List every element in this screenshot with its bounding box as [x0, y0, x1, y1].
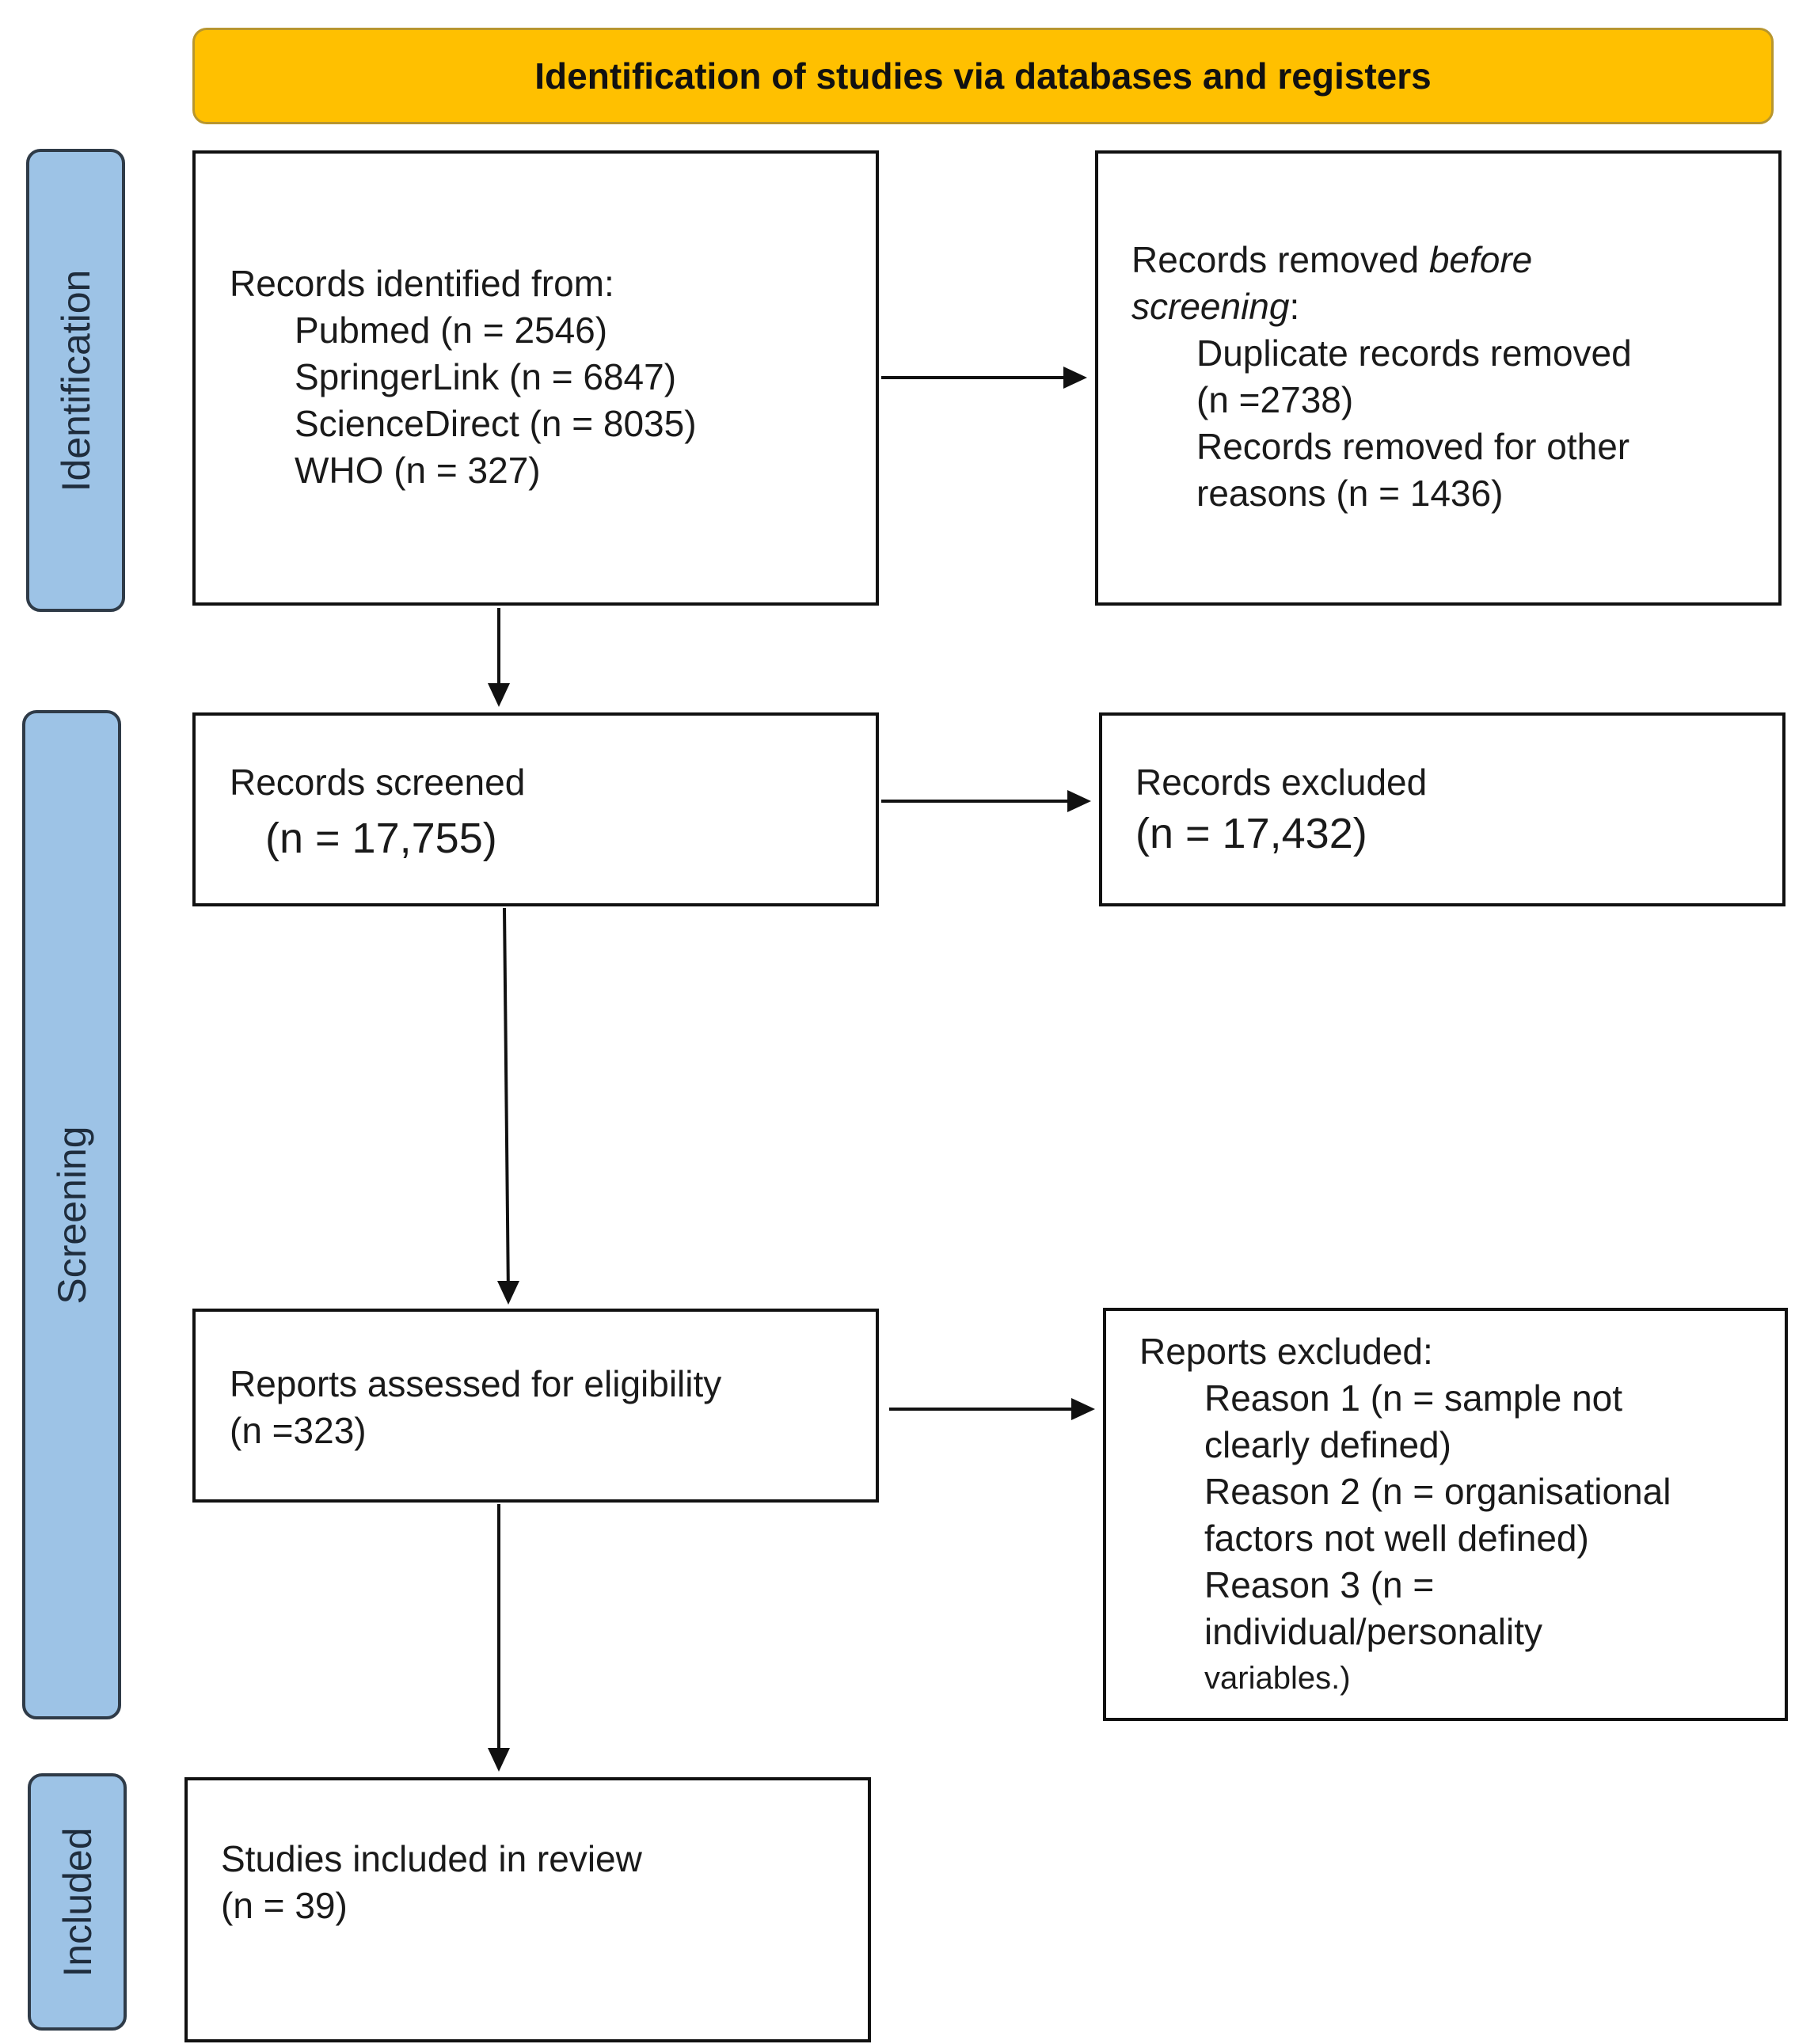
records-excluded-count: (n = 17,432): [1135, 810, 1367, 857]
duplicates-line: Duplicate records removed: [1196, 332, 1632, 374]
records-removed-heading-italic-2: screening: [1131, 286, 1290, 327]
duplicates-count: (n =2738): [1196, 379, 1354, 420]
reports-assessed-box: Reports assessed for eligibility (n =323…: [192, 1309, 879, 1503]
reason-2-cont: factors not well defined): [1204, 1518, 1589, 1559]
phase-screening: Screening: [22, 710, 121, 1719]
reason-3-cont: individual/personality: [1204, 1611, 1543, 1652]
records-excluded-box: Records excluded (n = 17,432): [1099, 712, 1785, 906]
header-banner: Identification of studies via databases …: [192, 28, 1774, 124]
reason-1-cont: clearly defined): [1204, 1424, 1451, 1465]
arrowhead-assessed-to-excluded: [1071, 1398, 1095, 1420]
reports-excluded-box: Reports excluded: Reason 1 (n = sample n…: [1103, 1308, 1788, 1721]
source-sciencedirect: ScienceDirect (n = 8035): [295, 403, 697, 444]
records-identified-box: Records identified from: Pubmed (n = 254…: [192, 150, 879, 606]
arrowhead-identified-to-screened: [488, 683, 510, 707]
arrowhead-identified-to-removed: [1063, 367, 1087, 389]
reports-excluded-heading: Reports excluded:: [1139, 1331, 1433, 1372]
reason-3-end: variables.): [1204, 1661, 1351, 1696]
studies-included-count: (n = 39): [221, 1885, 348, 1926]
reports-assessed-heading: Reports assessed for eligibility: [230, 1363, 722, 1404]
records-removed-heading-colon: :: [1289, 286, 1300, 327]
source-who: WHO (n = 327): [295, 450, 541, 491]
reason-2-line: Reason 2 (n = organisational: [1204, 1471, 1671, 1512]
phase-included: Included: [28, 1773, 127, 2031]
records-screened-box: Records screened (n = 17,755): [192, 712, 879, 906]
phase-identification: Identification: [26, 149, 125, 612]
records-removed-heading-prefix: Records removed: [1131, 239, 1429, 280]
studies-included-box: Studies included in review (n = 39): [184, 1777, 871, 2042]
records-identified-heading: Records identified from:: [230, 263, 614, 304]
records-removed-heading-italic: before: [1428, 239, 1533, 280]
arrowhead-assessed-to-included: [488, 1748, 510, 1772]
records-removed-heading-cont: screening:: [1131, 283, 1778, 330]
header-title: Identification of studies via databases …: [534, 55, 1432, 97]
source-springerlink: SpringerLink (n = 6847): [295, 356, 677, 397]
studies-included-heading: Studies included in review: [221, 1838, 642, 1879]
source-pubmed: Pubmed (n = 2546): [295, 310, 608, 351]
reports-assessed-count: (n =323): [230, 1410, 367, 1451]
other-reasons-count: reasons (n = 1436): [1196, 473, 1504, 514]
records-excluded-heading: Records excluded: [1135, 762, 1428, 803]
arrowhead-screened-to-excluded: [1067, 790, 1091, 812]
arrow-screened-to-assessed: [503, 907, 510, 1297]
records-screened-heading: Records screened: [230, 762, 526, 803]
reason-1-line: Reason 1 (n = sample not: [1204, 1377, 1623, 1419]
reason-3-line: Reason 3 (n =: [1204, 1564, 1435, 1605]
records-removed-box: Records removed before screening: Duplic…: [1095, 150, 1782, 606]
arrowhead-screened-to-assessed: [497, 1281, 519, 1305]
records-screened-count: (n = 17,755): [265, 815, 497, 862]
other-reasons-line: Records removed for other: [1196, 426, 1630, 467]
records-removed-heading: Records removed before: [1131, 237, 1778, 283]
